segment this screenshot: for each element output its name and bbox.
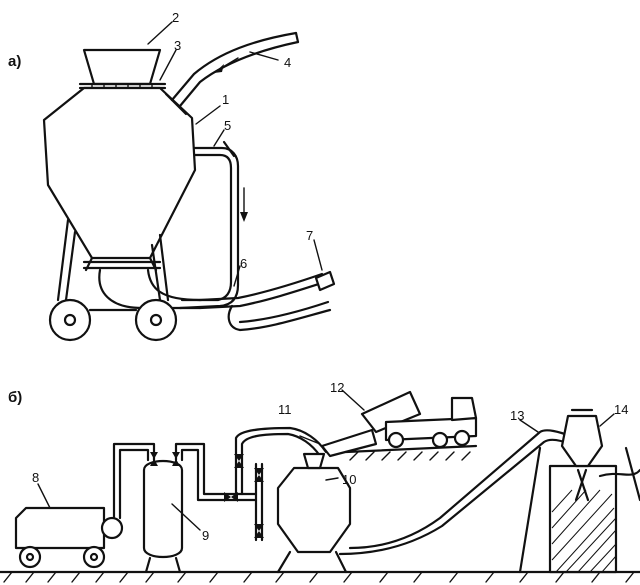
callout-10: 10 — [342, 472, 356, 487]
ground-line — [0, 570, 640, 583]
callout-4: 4 — [284, 55, 291, 70]
callout-2: 2 — [172, 10, 179, 25]
dump-truck-12 — [344, 390, 478, 461]
panel-label-a: а) — [8, 53, 21, 70]
vessel-10 — [276, 452, 352, 574]
form-mould-14 — [518, 408, 640, 574]
callout-5: 5 — [224, 118, 231, 133]
wheel-right — [134, 298, 178, 342]
callout-7: 7 — [306, 228, 313, 243]
receiver-9 — [142, 459, 184, 574]
callout-11: 11 — [278, 402, 292, 417]
wheel-left — [48, 298, 92, 342]
panel-label-b: б) — [8, 389, 22, 406]
compressor-8 — [14, 506, 124, 569]
callout-12: 12 — [330, 380, 344, 395]
callout-6: 6 — [240, 256, 247, 271]
nozzle-7 — [314, 270, 336, 292]
air-hose-4 — [164, 31, 300, 116]
valve-icons — [150, 452, 264, 538]
callout-13: 13 — [510, 408, 524, 423]
conveying-pipe-13 — [338, 429, 572, 556]
callout-3: 3 — [174, 38, 181, 53]
callout-14: 14 — [614, 402, 628, 417]
delivery-hose — [198, 272, 332, 332]
callout-8: 8 — [32, 470, 39, 485]
callout-9: 9 — [202, 528, 209, 543]
feed-hopper-11 — [299, 428, 378, 458]
hopper-2 — [82, 48, 162, 86]
leaders-b — [37, 389, 615, 531]
leaders-a — [147, 21, 323, 287]
vessel-frame — [56, 218, 170, 302]
callout-1: 1 — [222, 92, 229, 107]
